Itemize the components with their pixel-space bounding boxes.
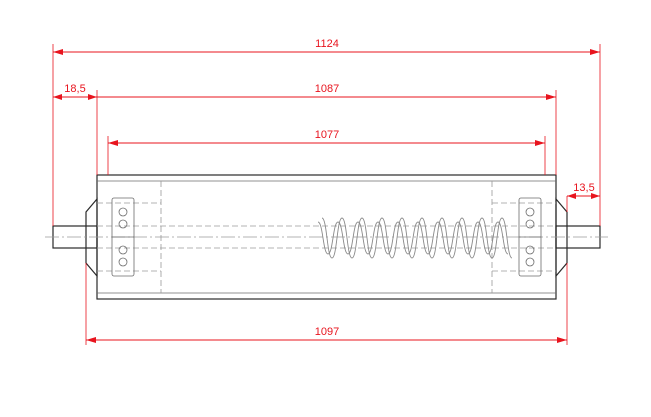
dimension-overall-length: 1124 bbox=[53, 38, 600, 55]
dimension-label-inner: 1077 bbox=[315, 129, 339, 141]
dimension-label-overall: 1124 bbox=[315, 38, 339, 50]
dimension-label-tube: 1087 bbox=[315, 83, 339, 95]
dimension-label-shell: 1097 bbox=[315, 326, 339, 338]
dimension-shaft-offset: 18,5 bbox=[53, 83, 97, 100]
right-bearing bbox=[518, 197, 542, 277]
dimension-flat-length: 13,5 bbox=[567, 182, 600, 199]
dimension-inner-length: 1077 bbox=[108, 129, 545, 146]
dimension-tube-length: 1087 bbox=[97, 83, 556, 100]
left-bearing bbox=[111, 197, 135, 277]
left-end-cap bbox=[85, 197, 98, 278]
right-end-cap bbox=[555, 197, 568, 278]
dimension-label-flat: 13,5 bbox=[573, 182, 594, 194]
dimension-shell-length: 1097 bbox=[86, 326, 567, 343]
spring bbox=[317, 217, 513, 259]
roller-body bbox=[45, 174, 608, 300]
dimension-label-shaft-offset: 18,5 bbox=[64, 83, 85, 95]
